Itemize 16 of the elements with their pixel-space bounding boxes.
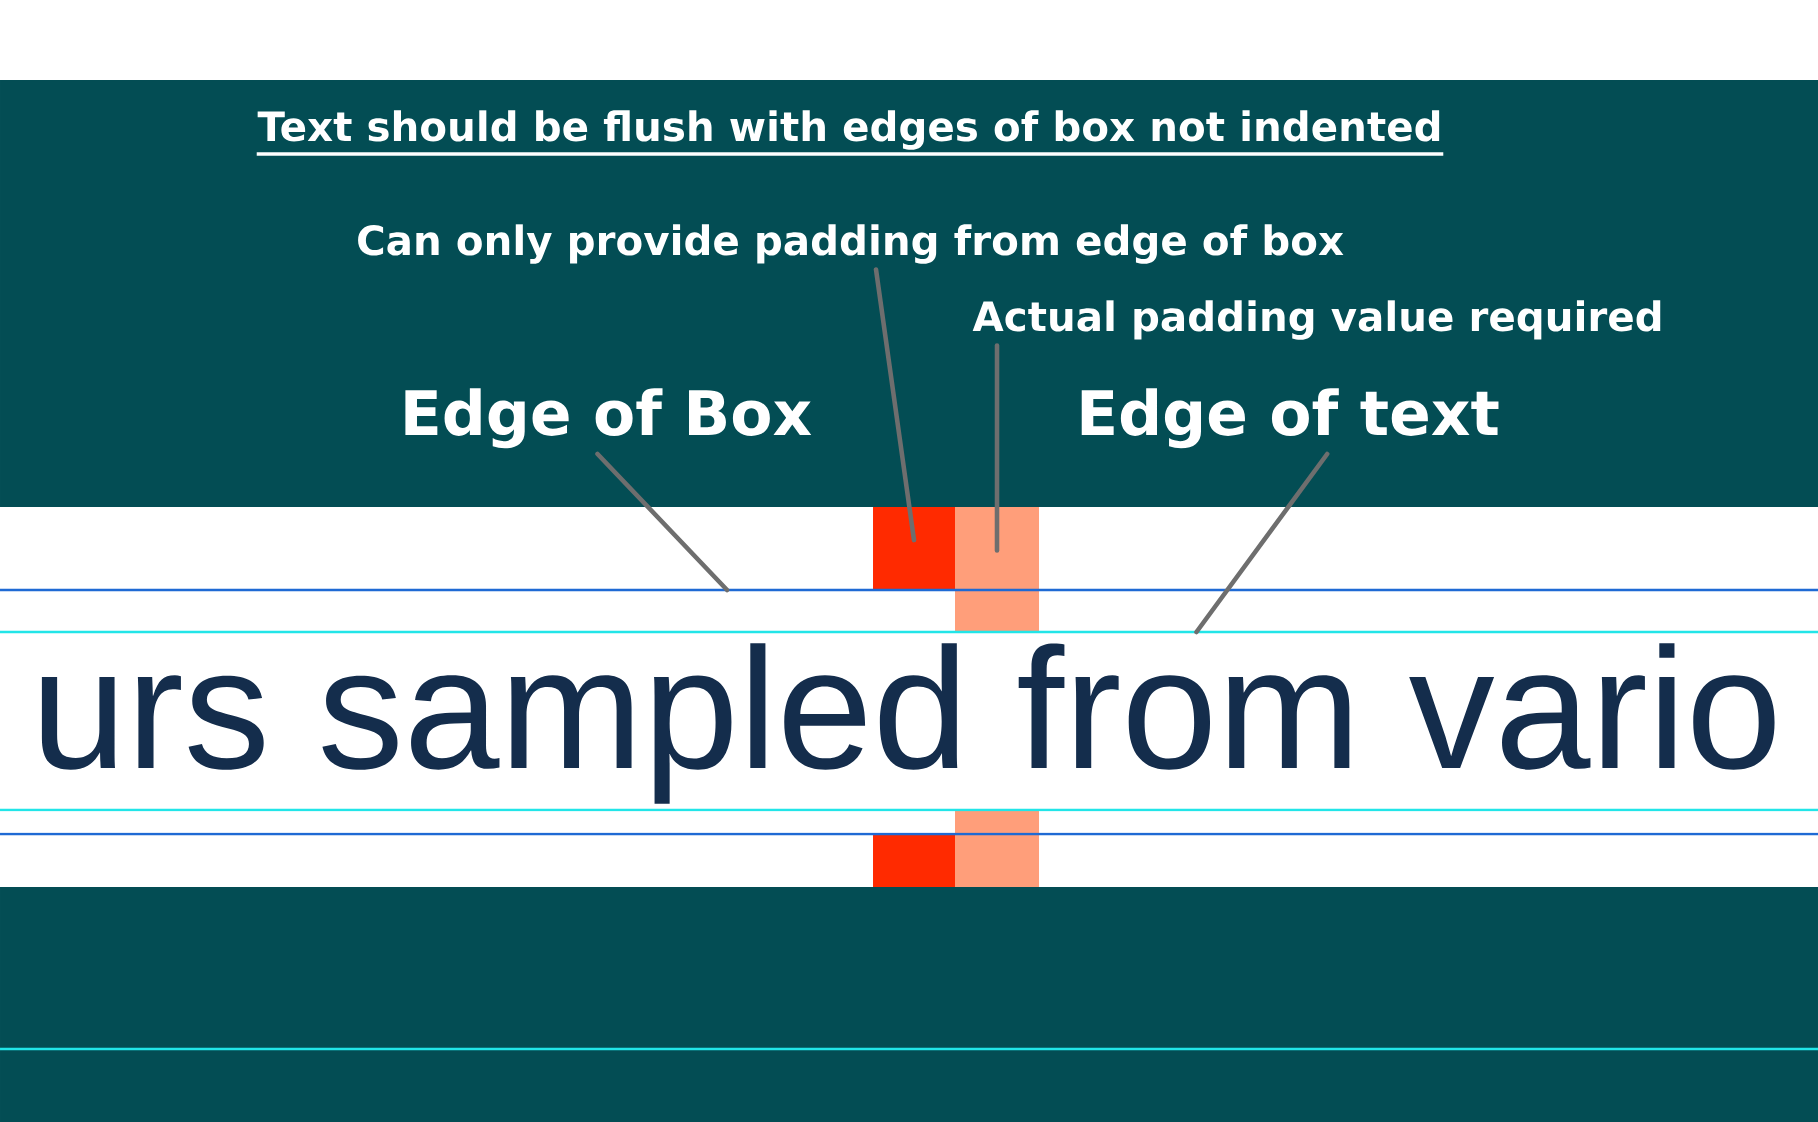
guide-line — [0, 630, 1818, 634]
leader-line — [595, 451, 730, 593]
leader-line — [873, 267, 917, 543]
leader-line — [994, 343, 1000, 553]
leader-line — [1194, 451, 1330, 635]
sample-text: urs sampled from vario — [41, 643, 1775, 804]
callout-label: Edge of Box — [405, 388, 812, 449]
padding-block — [955, 810, 1039, 887]
callout-label: Actual padding value required — [972, 300, 1661, 340]
padding-block — [955, 507, 1039, 632]
padding-block — [873, 507, 955, 590]
padding-block — [873, 834, 955, 887]
title: Text should be flush with edges of box not indented — [256, 110, 1444, 156]
callout-label: Can only provide padding from edge of box — [358, 224, 1344, 264]
guide-line — [0, 588, 1818, 592]
callout-label: Edge of text — [1081, 388, 1499, 449]
